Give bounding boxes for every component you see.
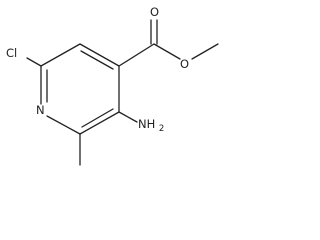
atom-label-carbonyl-oxygen: O bbox=[150, 5, 159, 19]
amino-nh: NH bbox=[138, 117, 155, 131]
structure-diagram: O O Cl N NH 2 bbox=[6, 5, 219, 166]
atom-label-ring-nitrogen: N bbox=[36, 103, 45, 117]
bond-c4-c5-inner bbox=[80, 50, 114, 70]
bond-c5-c6 bbox=[40, 43, 81, 67]
bond-c2-c3-inner bbox=[81, 108, 114, 128]
bond-carbonyl-c-o bbox=[153, 43, 181, 60]
bond-c3-n-amino bbox=[118, 111, 138, 123]
bond-c2-c3 bbox=[79, 111, 120, 135]
molecule-drawing: O O Cl N NH 2 bbox=[6, 5, 219, 166]
atom-label-chlorine: Cl bbox=[6, 46, 17, 60]
amino-subscript: 2 bbox=[159, 124, 164, 134]
atom-label-ether-oxygen: O bbox=[180, 57, 189, 71]
bond-o-methyl bbox=[191, 43, 219, 60]
atom-label-amino: NH 2 bbox=[138, 117, 164, 134]
bond-n1-c2 bbox=[46, 115, 81, 135]
bond-c4-c5 bbox=[79, 43, 120, 67]
bond-c4-carbonyl-c bbox=[118, 43, 155, 67]
bond-c6-cl bbox=[26, 57, 42, 67]
